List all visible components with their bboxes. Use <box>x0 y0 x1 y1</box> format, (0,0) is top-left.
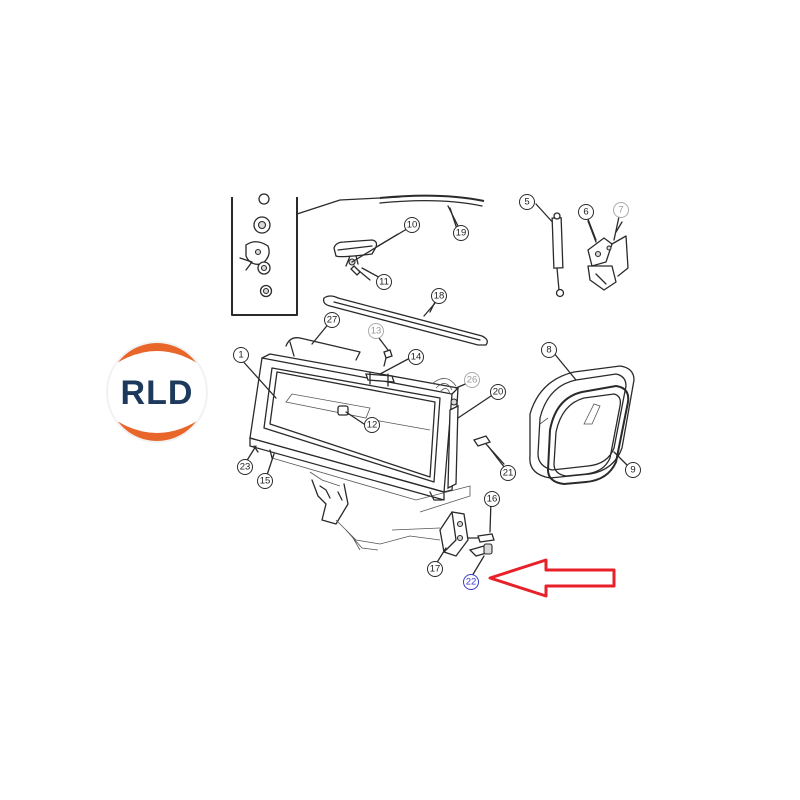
svg-text:9: 9 <box>630 465 635 476</box>
washer-icon <box>258 193 270 205</box>
svg-text:16: 16 <box>487 494 498 505</box>
svg-text:22: 22 <box>466 577 477 588</box>
svg-text:5: 5 <box>524 197 529 208</box>
callout-22: 22 <box>463 574 479 590</box>
mirror-part-10 <box>333 233 399 281</box>
callout-15: 15 <box>257 473 273 489</box>
logo-text: RLD <box>121 374 194 412</box>
svg-text:15: 15 <box>260 476 271 487</box>
callout-5: 5 <box>519 194 535 210</box>
callout-10: 10 <box>404 217 420 233</box>
tailgate-frame-part-1 <box>249 337 459 501</box>
logo-orange-bottom <box>108 412 206 441</box>
svg-text:26: 26 <box>467 375 478 386</box>
callout-27: 27 <box>324 312 340 328</box>
strut-end-icon <box>555 288 565 298</box>
bolt-icon-21 <box>472 435 492 447</box>
svg-text:13: 13 <box>371 326 382 337</box>
callout-7: 7 <box>613 202 629 218</box>
callouts: 1 5 6 7 8 9 10 11 12 13 14 15 16 17 18 1… <box>233 194 641 590</box>
side-window-part-8 <box>529 365 635 485</box>
callout-9: 9 <box>625 462 641 478</box>
callout-12: 12 <box>364 417 380 433</box>
svg-text:20: 20 <box>493 387 504 398</box>
callout-16: 16 <box>484 491 500 507</box>
svg-text:10: 10 <box>407 220 418 231</box>
svg-text:19: 19 <box>456 228 467 239</box>
callout-17: 17 <box>427 561 443 577</box>
callout-14: 14 <box>408 349 424 365</box>
svg-text:7: 7 <box>618 205 623 216</box>
inset-box-left <box>231 193 401 316</box>
logo-orange-top <box>108 343 206 372</box>
svg-text:23: 23 <box>240 462 251 473</box>
leader-lines <box>239 207 631 577</box>
callout-19: 19 <box>453 225 469 241</box>
rld-logo: RLD <box>106 341 208 443</box>
screw-icon-13 <box>383 349 393 359</box>
handle-icon <box>337 405 349 416</box>
seal-part-19 <box>379 194 485 227</box>
callout-26: 26 <box>464 372 480 388</box>
callout-21: 21 <box>500 465 516 481</box>
callout-8: 8 <box>541 342 557 358</box>
svg-text:11: 11 <box>379 277 389 288</box>
svg-text:17: 17 <box>430 564 441 575</box>
bolt-icon-16 <box>477 533 495 543</box>
svg-text:27: 27 <box>327 315 338 326</box>
svg-text:6: 6 <box>583 207 588 218</box>
callout-6: 6 <box>578 204 594 220</box>
callout-20: 20 <box>490 384 506 400</box>
svg-text:12: 12 <box>367 420 378 431</box>
callout-1: 1 <box>233 347 249 363</box>
gas-strut-part-5 <box>535 203 565 298</box>
screw-icon-7 <box>606 245 612 251</box>
svg-text:14: 14 <box>411 352 422 363</box>
callout-23: 23 <box>237 459 253 475</box>
callout-13: 13 <box>368 323 384 339</box>
rail-part-18 <box>322 295 488 346</box>
bracket-part-6 <box>587 220 629 291</box>
callout-18: 18 <box>431 288 447 304</box>
svg-text:18: 18 <box>434 291 445 302</box>
svg-text:8: 8 <box>546 345 551 356</box>
screw-icon <box>350 265 361 276</box>
callout-11: 11 <box>376 274 392 290</box>
highlight-arrow <box>488 558 616 598</box>
lower-body-section <box>271 435 505 557</box>
svg-text:1: 1 <box>238 350 243 361</box>
svg-text:21: 21 <box>503 468 514 479</box>
